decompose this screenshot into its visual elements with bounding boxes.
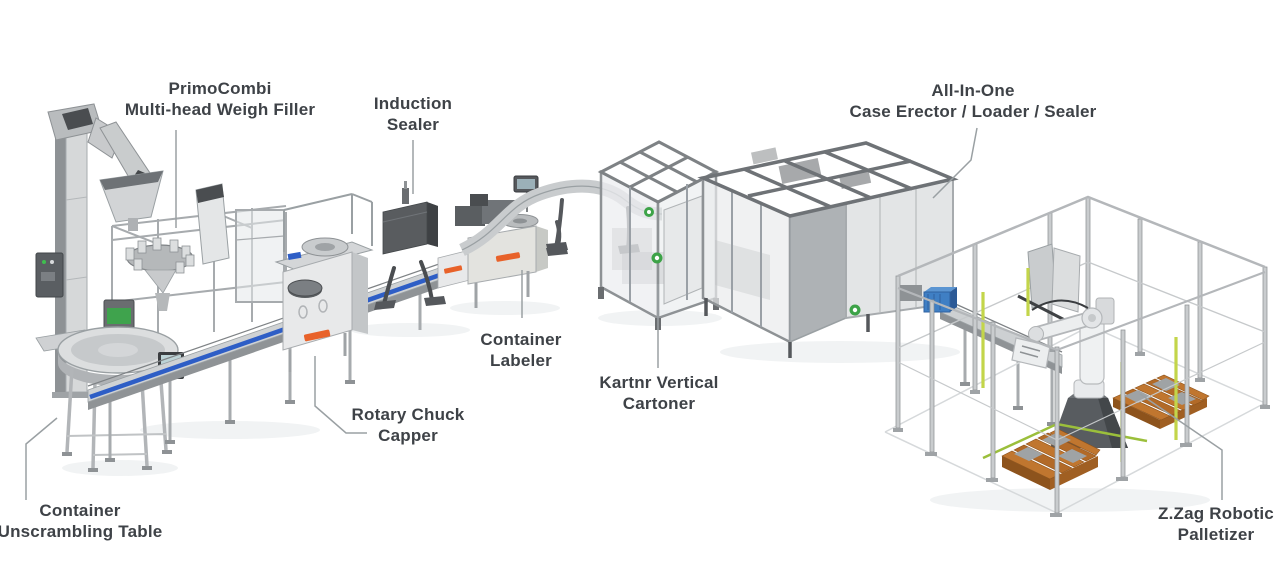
rotary-chuck-capper-machine <box>235 193 374 372</box>
palletizer-cell <box>884 195 1270 517</box>
label-weigh-filler-line1: PrimoCombi <box>168 79 272 98</box>
cartoner-steel-panel <box>663 195 703 305</box>
label-cartoner: Kartnr Vertical Cartoner <box>599 372 718 414</box>
leader-lines <box>25 127 1223 500</box>
label-capper-line2: Capper <box>378 426 438 445</box>
leader-unscrambler <box>25 417 58 500</box>
label-palletizer-line1: Z.Zag Robotic <box>1158 504 1274 523</box>
label-induction-sealer: Induction Sealer <box>374 93 452 135</box>
leader-capper <box>314 356 367 434</box>
label-capper: Rotary Chuck Capper <box>352 404 465 446</box>
capper-cabinet <box>282 251 353 351</box>
capper-logo-orange <box>303 329 331 342</box>
label-labeler-line1: Container <box>480 330 562 349</box>
label-case-erector-line2: Case Erector / Loader / Sealer <box>849 102 1097 121</box>
leader-palletizer <box>1139 393 1223 500</box>
label-palletizer: Z.Zag Robotic Palletizer <box>1158 503 1274 545</box>
label-weigh-filler-line2: Multi-head Weigh Filler <box>124 100 316 119</box>
pallet-rear <box>1112 374 1210 429</box>
weigh-filler-machine <box>35 103 287 398</box>
label-case-erector-line1: All-In-One <box>931 81 1015 100</box>
label-unscrambler: Container Unscrambling Table <box>0 500 162 542</box>
safety-fence-front <box>897 270 1266 517</box>
leader-case-erector <box>932 127 978 199</box>
labeler-logo-orange <box>495 252 521 262</box>
label-induction-sealer-line2: Sealer <box>386 115 440 134</box>
label-cartoner-line1: Kartnr Vertical <box>599 373 719 392</box>
main-conveyor <box>87 255 463 462</box>
label-unscrambler-line2: Unscrambling Table <box>0 522 163 541</box>
induction-sealer-machine <box>374 181 471 310</box>
label-labeler: Container Labeler <box>480 329 561 371</box>
conveyor-belt-blue <box>89 265 461 400</box>
sealer-head <box>382 201 428 255</box>
label-weigh-filler: PrimoCombi Multi-head Weigh Filler <box>125 78 315 120</box>
vertical-cartoner-machine <box>597 140 720 330</box>
cap-elevator <box>195 183 230 265</box>
label-case-erector: All-In-One Case Erector / Loader / Seale… <box>850 80 1097 122</box>
label-unscrambler-line1: Container <box>39 501 121 520</box>
case-erector-machine <box>697 141 959 358</box>
label-capper-line1: Rotary Chuck <box>351 405 465 424</box>
label-palletizer-line2: Palletizer <box>1177 525 1255 544</box>
sealer-logo-orange <box>443 265 463 274</box>
label-induction-sealer-line1: Induction <box>373 94 453 113</box>
label-cartoner-line2: Cartoner <box>622 394 696 413</box>
label-labeler-line2: Labeler <box>490 351 552 370</box>
